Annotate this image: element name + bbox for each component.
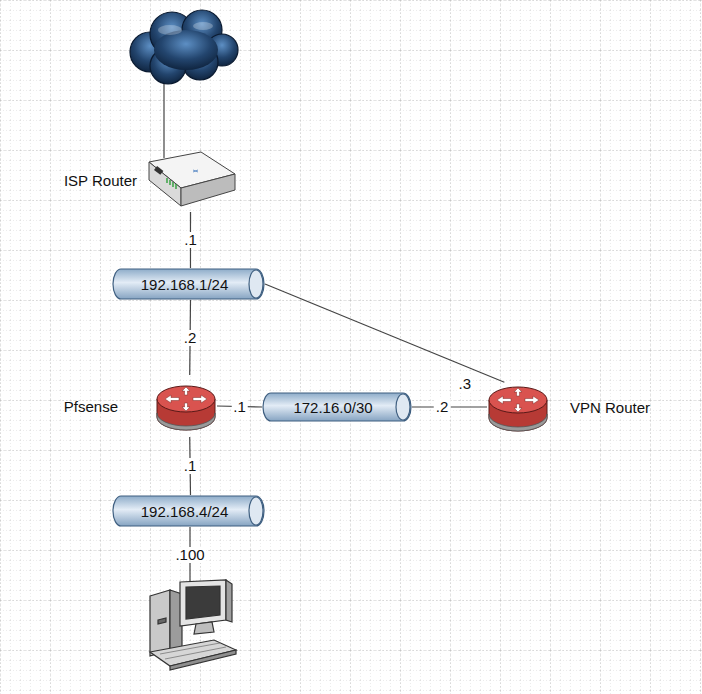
interface-address: .1 xyxy=(231,399,248,415)
router-node: VPN Router xyxy=(487,376,549,438)
interface-address: .2 xyxy=(434,399,451,415)
modem-icon xyxy=(143,148,238,212)
interface-address: .1 xyxy=(182,458,199,474)
host-address: .100 xyxy=(173,547,206,563)
interface-address: .1 xyxy=(182,232,199,248)
internet-cloud xyxy=(130,10,238,84)
router-icon xyxy=(487,376,549,438)
network-address: 172.16.0/30 xyxy=(262,399,412,416)
device-name: ISP Router xyxy=(64,172,137,189)
device-name: VPN Router xyxy=(570,399,650,416)
network-segment: 192.168.1/24 xyxy=(112,268,265,300)
router-icon xyxy=(155,375,217,437)
network-segment: 192.168.4/24 xyxy=(112,495,265,527)
interface-address: .3 xyxy=(457,376,474,392)
interface-address: .2 xyxy=(182,330,199,346)
network-address: 192.168.4/24 xyxy=(112,503,265,520)
router-node: Pfsense xyxy=(155,375,217,437)
network-address: 192.168.1/24 xyxy=(112,276,265,293)
pc-icon xyxy=(150,580,236,670)
network-segment: 172.16.0/30 xyxy=(262,392,412,422)
router-node: ISP Router xyxy=(143,148,238,212)
uplink-wire xyxy=(163,84,164,158)
network-link xyxy=(265,284,504,382)
device-name: Pfsense xyxy=(64,398,118,415)
